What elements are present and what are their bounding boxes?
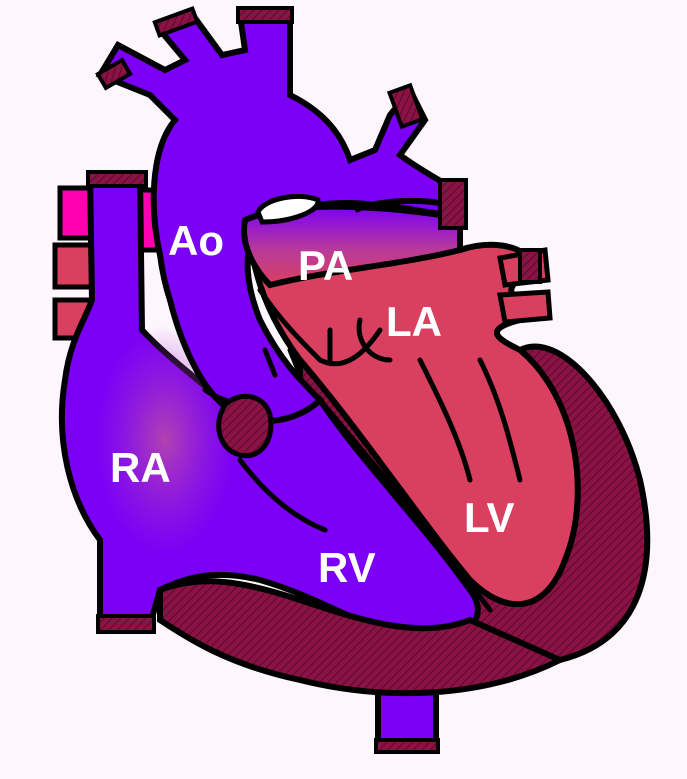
coronary-sinus (219, 396, 271, 455)
label-aorta: Ao (168, 217, 224, 264)
label-right-atrium: RA (110, 444, 171, 491)
label-left-atrium: LA (386, 298, 442, 345)
label-left-ventricle: LV (464, 494, 515, 541)
label-right-ventricle: RV (318, 544, 376, 591)
label-pulmonary-artery: PA (298, 242, 353, 289)
